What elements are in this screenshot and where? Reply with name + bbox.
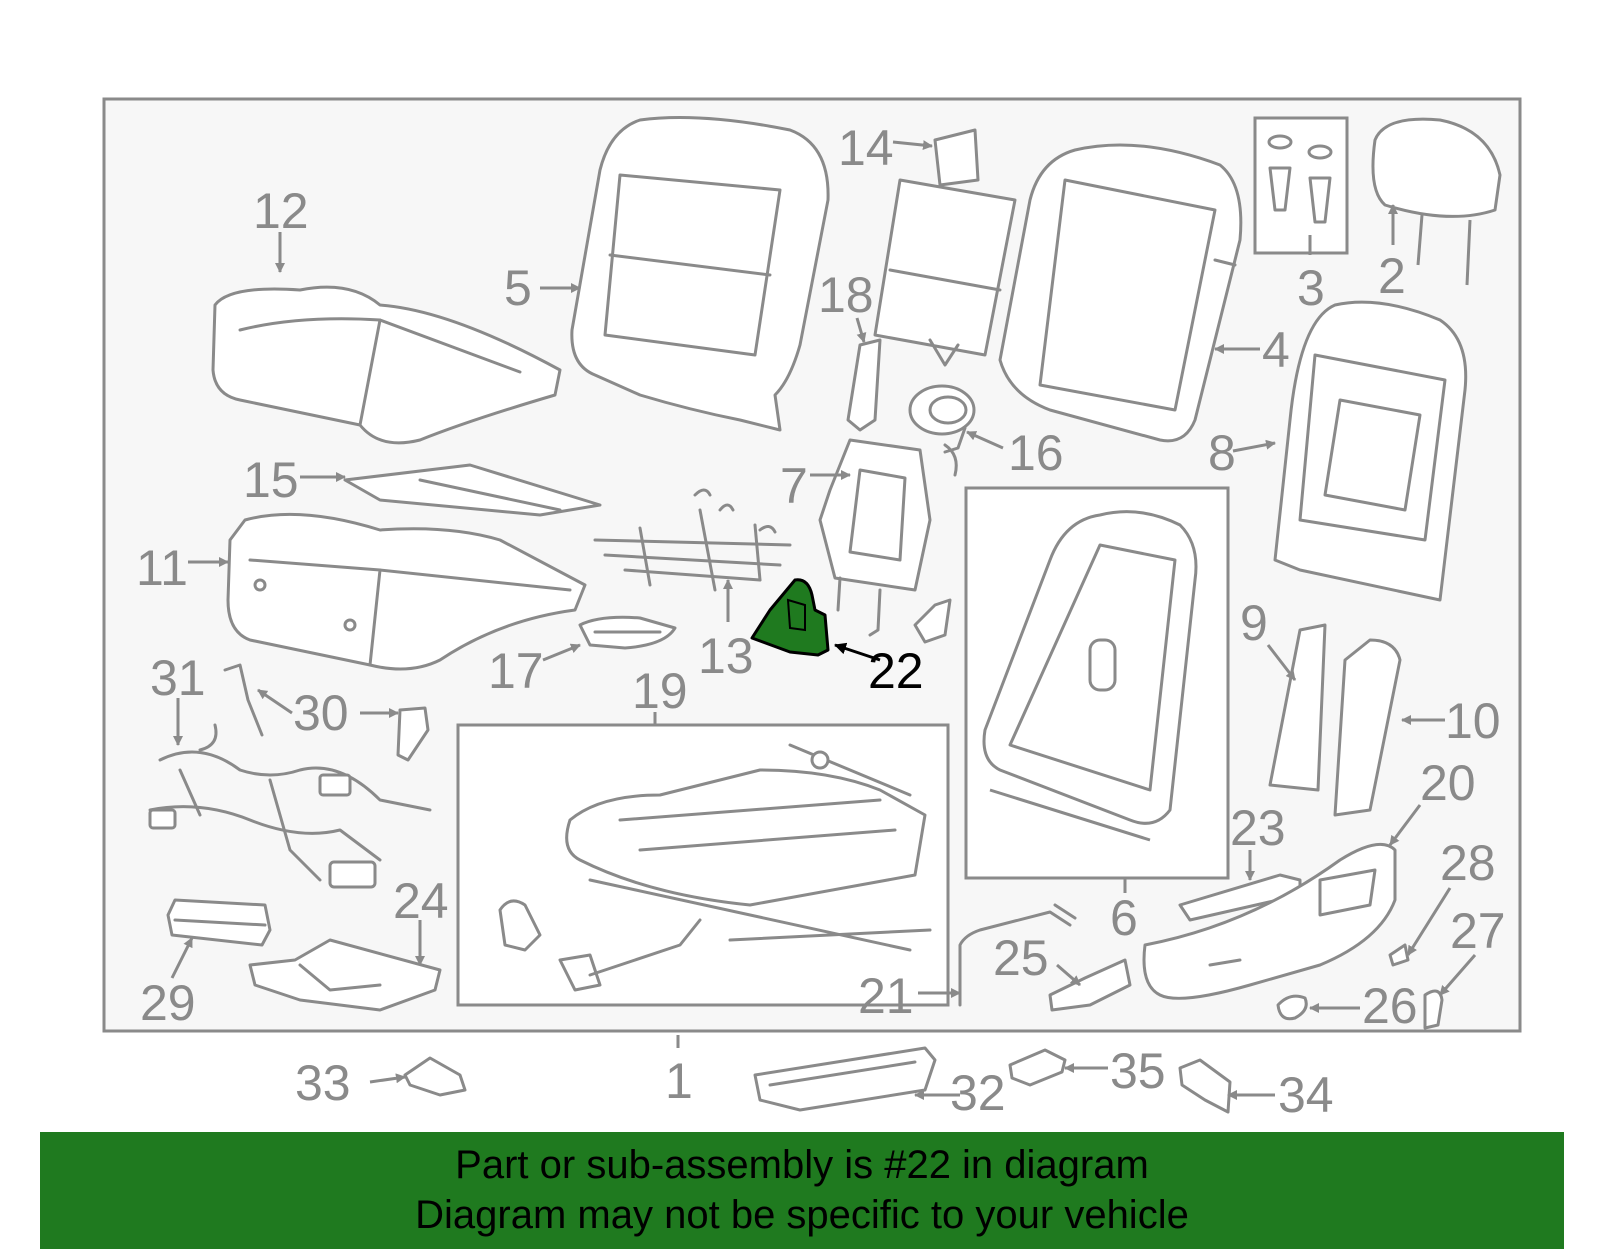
part-12-cushion-cover bbox=[211, 285, 562, 445]
part-34-bracket bbox=[1178, 1058, 1232, 1114]
part-35-bracket bbox=[1008, 1048, 1067, 1087]
part-25-bracket bbox=[1048, 958, 1132, 1012]
label-29: 29 bbox=[140, 975, 196, 1031]
label-20: 20 bbox=[1420, 755, 1476, 811]
label-28: 28 bbox=[1440, 835, 1496, 891]
label-18: 18 bbox=[818, 267, 874, 323]
label-23: 23 bbox=[1230, 800, 1286, 856]
part-10-side-trim bbox=[1333, 638, 1402, 817]
part-5-back-cover bbox=[570, 116, 830, 432]
label-32: 32 bbox=[950, 1065, 1006, 1121]
label-13: 13 bbox=[698, 628, 754, 684]
leader-lines bbox=[170, 140, 1477, 1100]
part-22-leader bbox=[834, 642, 881, 662]
part-lever-bracket bbox=[913, 598, 952, 644]
banner-line-1: Part or sub-assembly is #22 in diagram bbox=[455, 1143, 1149, 1187]
label-16: 16 bbox=[1008, 425, 1064, 481]
label-31: 31 bbox=[150, 650, 206, 706]
label-35: 35 bbox=[1110, 1043, 1166, 1099]
part-16-motor bbox=[908, 384, 976, 454]
label-14: 14 bbox=[838, 120, 894, 176]
label-30: 30 bbox=[293, 685, 349, 741]
part-8-back-frame bbox=[1273, 300, 1468, 602]
label-12: 12 bbox=[253, 183, 309, 239]
label-22[interactable]: 22 bbox=[868, 643, 924, 699]
label-1: 1 bbox=[665, 1053, 693, 1109]
info-banner: Part or sub-assembly is #22 in diagram D… bbox=[40, 1132, 1564, 1249]
part-11-cushion-foam bbox=[226, 512, 587, 671]
part-31-wire bbox=[223, 663, 264, 737]
label-5: 5 bbox=[504, 260, 532, 316]
part-9-side-trim bbox=[1268, 623, 1327, 792]
part-4-back-foam bbox=[998, 143, 1243, 443]
label-6: 6 bbox=[1110, 890, 1138, 946]
part-15-pad bbox=[343, 463, 602, 517]
label-21: 21 bbox=[858, 968, 914, 1024]
part-19-seat-adjuster bbox=[498, 743, 932, 992]
label-11: 11 bbox=[136, 540, 188, 596]
label-34: 34 bbox=[1278, 1067, 1334, 1123]
part-18-bracket bbox=[846, 338, 882, 432]
part-29-module bbox=[166, 898, 272, 947]
part-24-tray bbox=[248, 938, 442, 1012]
label-3: 3 bbox=[1297, 260, 1325, 316]
part-28-knob bbox=[1388, 943, 1410, 967]
part-22-highlighted[interactable] bbox=[750, 578, 830, 657]
label-15: 15 bbox=[243, 452, 299, 508]
label-9: 9 bbox=[1240, 595, 1268, 651]
part-wire-harness bbox=[148, 723, 432, 889]
label-17: 17 bbox=[488, 643, 544, 699]
label-27: 27 bbox=[1450, 903, 1506, 959]
label-24: 24 bbox=[393, 873, 449, 929]
part-33-clip bbox=[403, 1056, 467, 1097]
label-8: 8 bbox=[1208, 425, 1236, 481]
subframe-3 bbox=[1253, 116, 1349, 255]
label-2: 2 bbox=[1378, 248, 1406, 304]
label-33: 33 bbox=[295, 1055, 351, 1111]
label-10: 10 bbox=[1445, 693, 1501, 749]
part-21-rod bbox=[958, 903, 1077, 1007]
banner-line-2: Diagram may not be specific to your vehi… bbox=[415, 1193, 1189, 1237]
label-26: 26 bbox=[1362, 978, 1418, 1034]
label-19: 19 bbox=[632, 663, 688, 719]
part-13-springs bbox=[593, 488, 792, 592]
part-6-seatback-frame bbox=[982, 510, 1198, 842]
part-32-cover bbox=[753, 1046, 937, 1112]
part-27-cover bbox=[1423, 989, 1444, 1030]
label-4: 4 bbox=[1262, 322, 1290, 378]
part-3-guide-clips bbox=[1267, 134, 1333, 224]
part-20-side-shield bbox=[1142, 842, 1397, 1000]
part-26-cap bbox=[1276, 994, 1308, 1021]
part-17-speaker bbox=[578, 615, 677, 650]
part-14-back-panel bbox=[873, 128, 1017, 367]
part-30-connector bbox=[396, 706, 430, 762]
label-25: 25 bbox=[993, 930, 1049, 986]
part-2-headrest bbox=[1371, 117, 1502, 286]
label-7: 7 bbox=[780, 458, 808, 514]
